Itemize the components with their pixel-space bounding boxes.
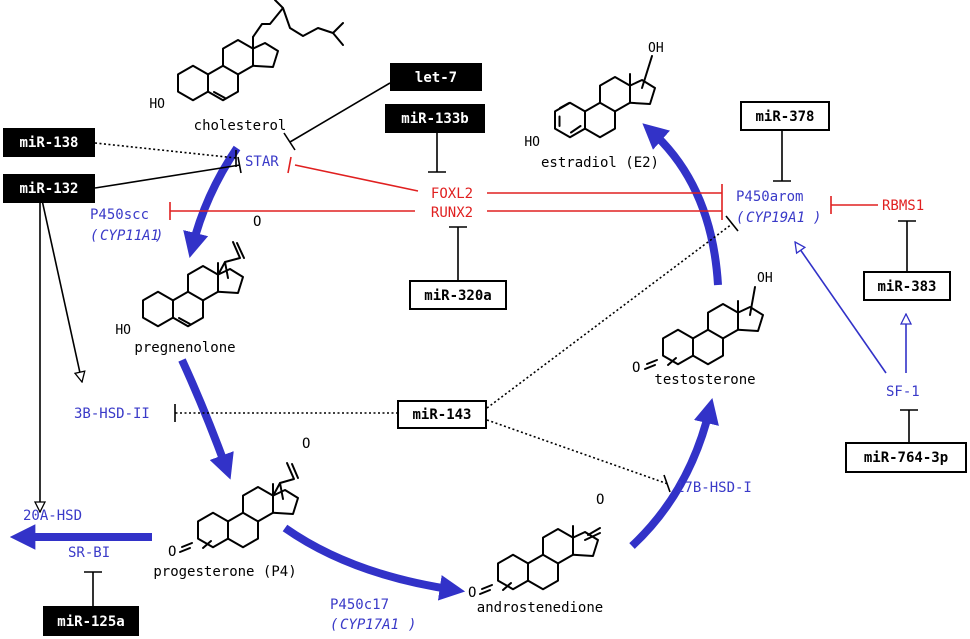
rbms1-to-p450arom — [830, 196, 878, 214]
progesterone-ketone-oxygen: O — [302, 436, 310, 452]
mir383-to-rbms1 — [898, 220, 916, 272]
androstenedione-oxygen: O — [468, 585, 476, 601]
sf1-to-p450arom — [795, 242, 887, 374]
mirna-mir-764-3p-label: miR-764-3p — [864, 450, 948, 466]
label-pregnenolone: pregnenolone — [134, 340, 235, 356]
cholesterol-hydroxyl: HO — [149, 97, 165, 112]
mirna-mir-132: miR-132 — [3, 174, 95, 203]
mirna-mir-320a-label: miR-320a — [424, 288, 491, 304]
estradiol-structure: OH HO — [524, 41, 663, 150]
progesterone-oxygen: O — [168, 544, 176, 560]
enzyme-labels: STAR P450scc ( CYP11A1 ) 3B-HSD-II 20A-H… — [23, 154, 920, 633]
mirna-mir-125a: miR-125a — [43, 606, 139, 636]
androstenedione-ketone-oxygen: O — [596, 492, 604, 508]
mir138-to-star — [94, 142, 237, 159]
regulator-rbms1: RBMS1 — [882, 198, 924, 214]
mirna-let-7-label: let-7 — [415, 70, 457, 86]
regulator-foxl2: FOXL2 — [431, 186, 473, 202]
gene-cyp19a1-paren-open: ( — [736, 210, 744, 226]
gene-cyp17a1-paren-open: ( — [330, 617, 338, 633]
mir133b-to-foxl2 — [428, 133, 446, 173]
foxl2-to-p450arom — [487, 184, 723, 202]
mirna-mir-378-label: miR-378 — [755, 109, 814, 125]
gene-cyp11a1: CYP11A1 — [100, 228, 159, 244]
molecule-labels: cholesterol pregnenolone progesterone (P… — [134, 118, 755, 616]
enzyme-sr-bi: SR-BI — [68, 545, 110, 561]
pregnenolone-oxygen: O — [253, 214, 261, 230]
mirna-mir-138-label: miR-138 — [19, 135, 78, 151]
androstenedione-structure: O O — [468, 492, 604, 601]
mirna-mir-764-3p: miR-764-3p — [845, 442, 967, 473]
mirna-mir-320a: miR-320a — [409, 280, 507, 310]
mirna-mir-383-label: miR-383 — [877, 279, 936, 295]
mirna-mir-125a-label: miR-125a — [57, 614, 124, 630]
pregnenolone-structure: O HO — [115, 214, 261, 338]
label-progesterone: progesterone (P4) — [153, 564, 296, 580]
mir132-to-star — [94, 156, 242, 189]
mir143-17bhsd-bar — [663, 474, 671, 493]
mirna-mir-133b-label: miR-133b — [401, 111, 468, 127]
gene-cyp19a1: CYP19A1 — [746, 210, 805, 226]
red-inhibition-lines — [169, 156, 878, 220]
pathway-arrows — [9, 123, 722, 601]
mirna-mir-143: miR-143 — [397, 400, 487, 429]
mirna-mir-383: miR-383 — [863, 271, 951, 301]
runx2-to-p450scc — [169, 202, 415, 220]
arrow-pregnenolone-to-progesterone — [178, 358, 234, 480]
mirna-mir-132-label: miR-132 — [19, 181, 78, 197]
runx2-to-p450arom — [487, 202, 723, 220]
mir143-p450arom-bar — [725, 215, 739, 232]
arrow-cholesterol-to-pregnenolone — [183, 145, 241, 258]
label-cholesterol: cholesterol — [194, 118, 287, 134]
black-regulation-lines — [40, 82, 918, 606]
mir125a-to-srbi — [84, 571, 102, 606]
gene-cyp11a1-paren-open: ( — [90, 228, 98, 244]
arrow-androstenedione-to-testosterone — [629, 398, 719, 549]
cholesterol-structure: HO — [149, 0, 344, 112]
mirna-mir-143-label: miR-143 — [412, 407, 471, 423]
let7-to-star — [283, 82, 391, 151]
enzyme-p450c17: P450c17 — [330, 597, 389, 613]
mirna-let-7: let-7 — [390, 63, 482, 91]
testosterone-oxygen: O — [632, 360, 640, 376]
regulator-runx2: RUNX2 — [431, 205, 473, 221]
estradiol-hydroxyl-left: HO — [524, 135, 540, 150]
mir378-to-p450arom — [773, 130, 791, 182]
mir143-to-17bhsd — [486, 419, 669, 485]
estradiol-hydroxyl: OH — [648, 41, 664, 56]
mir320a-to-runx2 — [449, 226, 467, 280]
enzyme-p450arom: P450arom — [736, 189, 803, 205]
gene-cyp17a1-paren-close: ) — [408, 617, 416, 633]
regulator-labels: FOXL2 RUNX2 RBMS1 — [431, 186, 924, 221]
testosterone-hydroxyl: OH — [757, 271, 773, 286]
enzyme-20a-hsd: 20A-HSD — [23, 508, 82, 524]
mir132-to-3bhsd — [41, 199, 82, 382]
label-estradiol: estradiol (E2) — [541, 155, 659, 171]
blue-activation-lines — [795, 242, 906, 374]
enzyme-p450scc: P450scc — [90, 207, 149, 223]
mir143-to-p450arom — [486, 223, 733, 409]
mirna-boxes: let-7 miR-133b miR-138 miR-132 miR-320a … — [3, 63, 967, 636]
gene-cyp11a1-paren-close: ) — [155, 228, 163, 244]
enzyme-17b-hsd-i: 17B-HSD-I — [676, 480, 752, 496]
mirna-mir-378: miR-378 — [740, 101, 830, 131]
mirna-mir-138: miR-138 — [3, 128, 95, 157]
mir7643p-to-sf1 — [900, 409, 918, 443]
gene-cyp19a1-paren-close: ) — [813, 210, 821, 226]
gene-cyp17a1: CYP17A1 — [340, 617, 399, 633]
foxl2-to-star — [287, 156, 419, 192]
pregnenolone-hydroxyl: HO — [115, 323, 131, 338]
arrow-testosterone-to-estradiol — [642, 123, 722, 286]
enzyme-star: STAR — [245, 154, 279, 170]
progesterone-structure: O O — [168, 436, 310, 560]
label-testosterone: testosterone — [654, 372, 755, 388]
regulator-sf-1: SF-1 — [886, 384, 920, 400]
testosterone-structure: OH O — [632, 271, 773, 376]
enzyme-3b-hsd-ii: 3B-HSD-II — [74, 406, 150, 422]
label-androstenedione: androstenedione — [477, 600, 603, 616]
mirna-mir-133b: miR-133b — [385, 104, 485, 133]
arrow-progesterone-to-androstenedione — [282, 524, 466, 601]
